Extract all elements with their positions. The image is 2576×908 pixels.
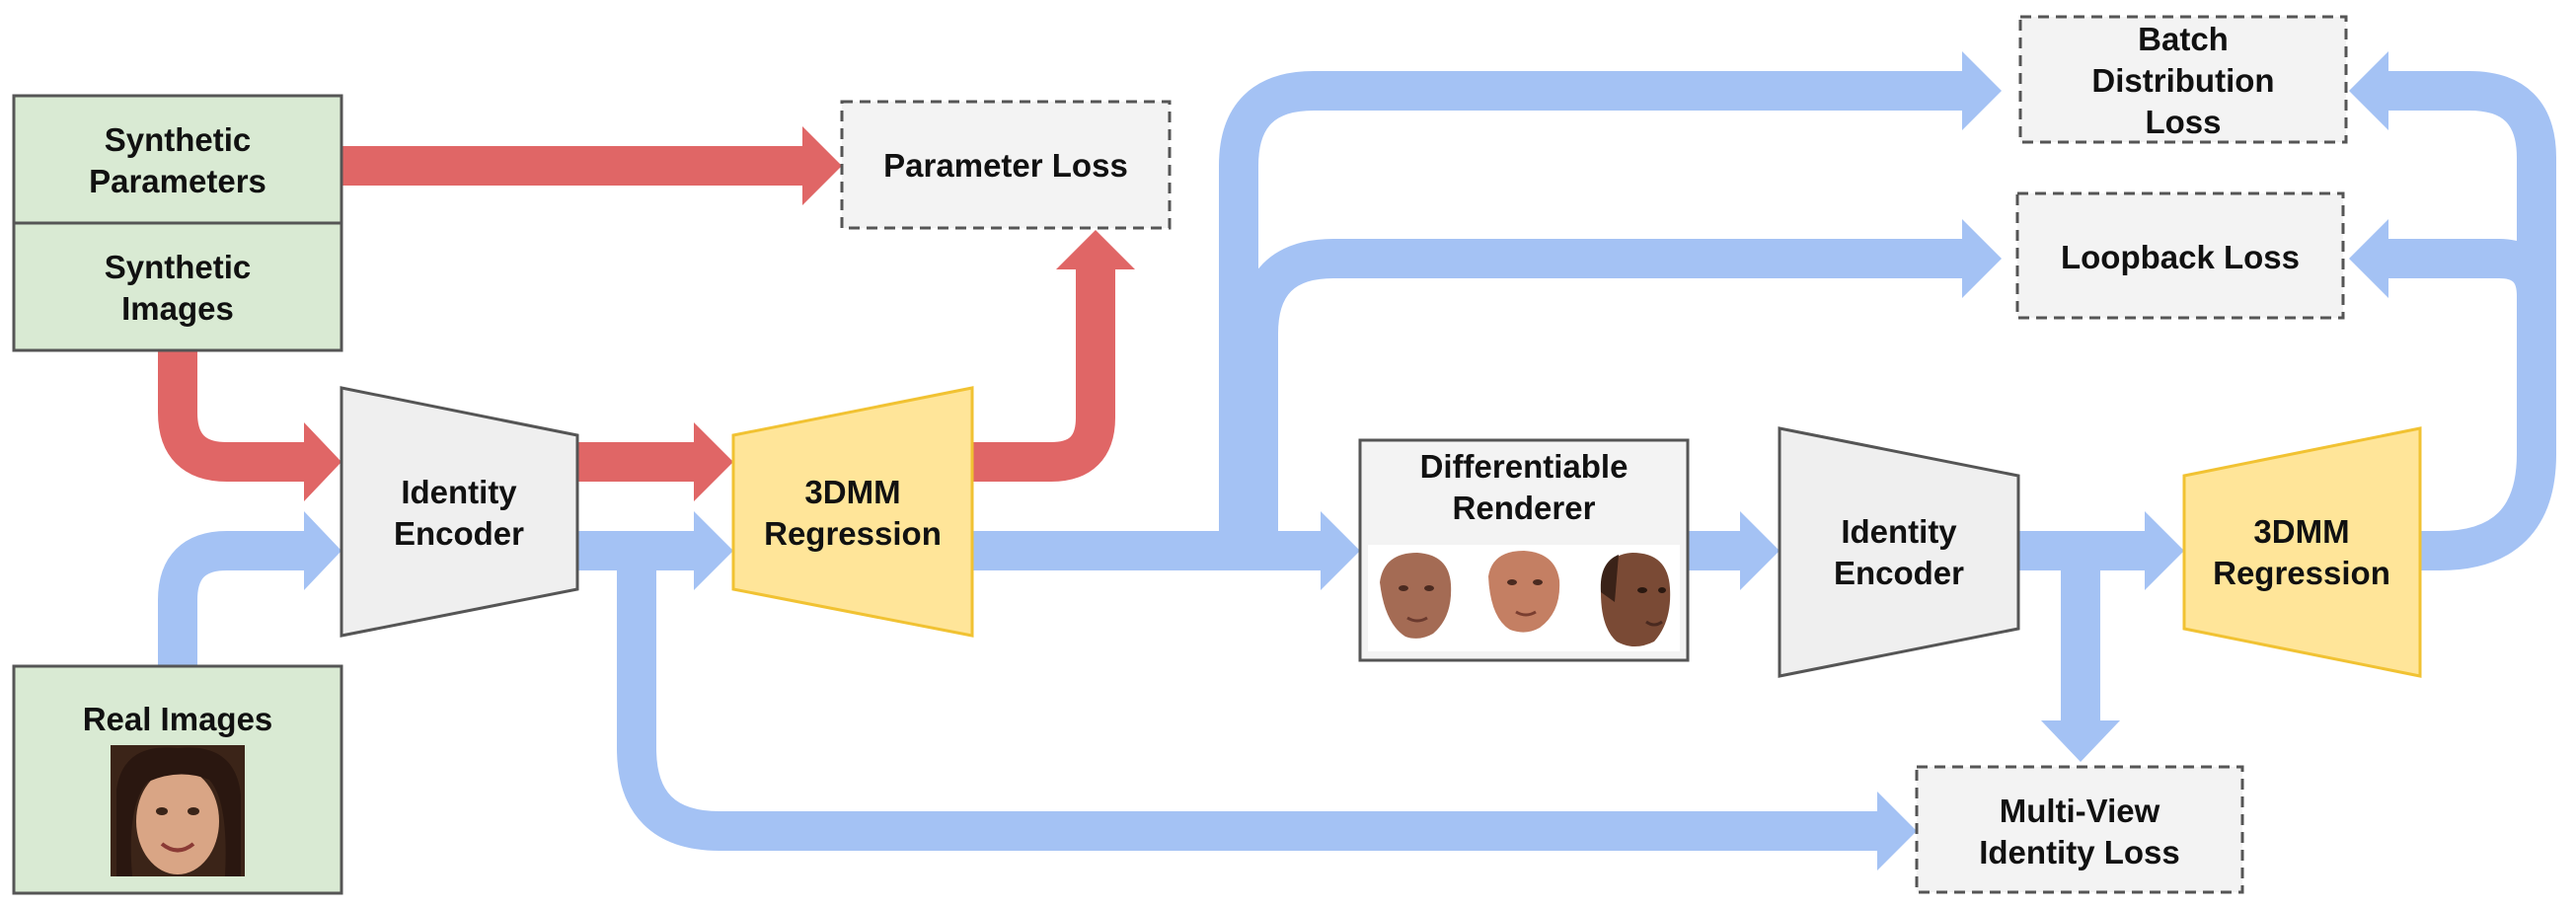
- batch-distribution-loss-label-line-2: Distribution: [2091, 62, 2274, 99]
- rendered-face-front: [1380, 553, 1452, 639]
- regression-1-label-line-2: Regression: [764, 515, 942, 552]
- arrow-synthetic-params-to-parameter-loss: [341, 126, 842, 205]
- real-images-box: Real Images: [12, 664, 343, 895]
- synthetic-parameters-label-line-1: Synthetic: [105, 121, 252, 158]
- regression-2-label-line-2: Regression: [2213, 555, 2390, 591]
- identity-encoder-2: Identity Encoder: [1778, 426, 2020, 678]
- multi-view-identity-loss-label-line-2: Identity Loss: [1979, 834, 2180, 870]
- arrow-regression-to-parameter-loss: [972, 230, 1135, 482]
- batch-distribution-loss-label-line-3: Loss: [2145, 104, 2221, 140]
- arrow-synthetic-images-to-encoder: [158, 351, 341, 501]
- parameter-loss-box: Parameter Loss: [840, 100, 1172, 230]
- arrow-regression-2-to-losses: [2349, 51, 2556, 570]
- multi-view-identity-loss-label-line-1: Multi-View: [2000, 793, 2160, 829]
- arrow-encoder-2-to-regression-2: [2018, 511, 2184, 590]
- identity-encoder-2-label-line-2: Encoder: [1834, 555, 1964, 591]
- synthetic-images-box: Synthetic Images: [12, 221, 343, 352]
- identity-encoder-2-label-line-1: Identity: [1841, 513, 1957, 550]
- renderer-label-line-2: Renderer: [1453, 490, 1596, 526]
- batch-distribution-loss-label-line-1: Batch: [2138, 21, 2229, 57]
- 3dmm-regression-2: 3DMM Regression: [2182, 426, 2422, 678]
- regression-2-label-line-1: 3DMM: [2253, 513, 2349, 550]
- synthetic-images-label-line-2: Images: [121, 290, 234, 327]
- real-images-label: Real Images: [83, 701, 273, 737]
- synthetic-images-label-line-1: Synthetic: [105, 249, 252, 285]
- differentiable-renderer-box: Differentiable Renderer: [1358, 438, 1690, 662]
- rendered-face-profile: [1600, 553, 1671, 646]
- parameter-loss-label: Parameter Loss: [883, 147, 1128, 184]
- regression-1-label-line-1: 3DMM: [804, 474, 900, 510]
- real-face-photo: [111, 745, 245, 876]
- multi-view-identity-loss-box: Multi-View Identity Loss: [1915, 765, 2244, 894]
- synthetic-parameters-label-line-2: Parameters: [89, 163, 266, 199]
- arrow-encoder-to-regression-red: [577, 422, 733, 501]
- identity-encoder-1-label-line-2: Encoder: [394, 515, 524, 552]
- arrow-encoder-to-multiview-loss: [577, 531, 1917, 870]
- loopback-loss-box: Loopback Loss: [2015, 191, 2345, 320]
- rendered-face-tilted: [1488, 551, 1560, 633]
- identity-encoder-1: Identity Encoder: [340, 386, 579, 638]
- identity-encoder-1-label-line-1: Identity: [401, 474, 517, 510]
- 3dmm-regression-1: 3DMM Regression: [731, 386, 974, 638]
- arrow-regression-to-renderer: [972, 511, 1360, 590]
- arrow-to-batch-distribution-loss: [1219, 51, 2002, 551]
- arrow-renderer-to-encoder-2: [1688, 511, 1780, 590]
- arrow-real-images-to-encoder: [158, 511, 341, 666]
- batch-distribution-loss-box: Batch Distribution Loss: [2018, 15, 2348, 144]
- synthetic-parameters-box: Synthetic Parameters: [12, 94, 343, 225]
- arrow-to-loopback-loss: [1239, 219, 2002, 551]
- renderer-label-line-1: Differentiable: [1420, 448, 1629, 485]
- loopback-loss-label: Loopback Loss: [2061, 239, 2300, 275]
- arrow-encoder-2-to-multiview-loss: [2041, 551, 2120, 762]
